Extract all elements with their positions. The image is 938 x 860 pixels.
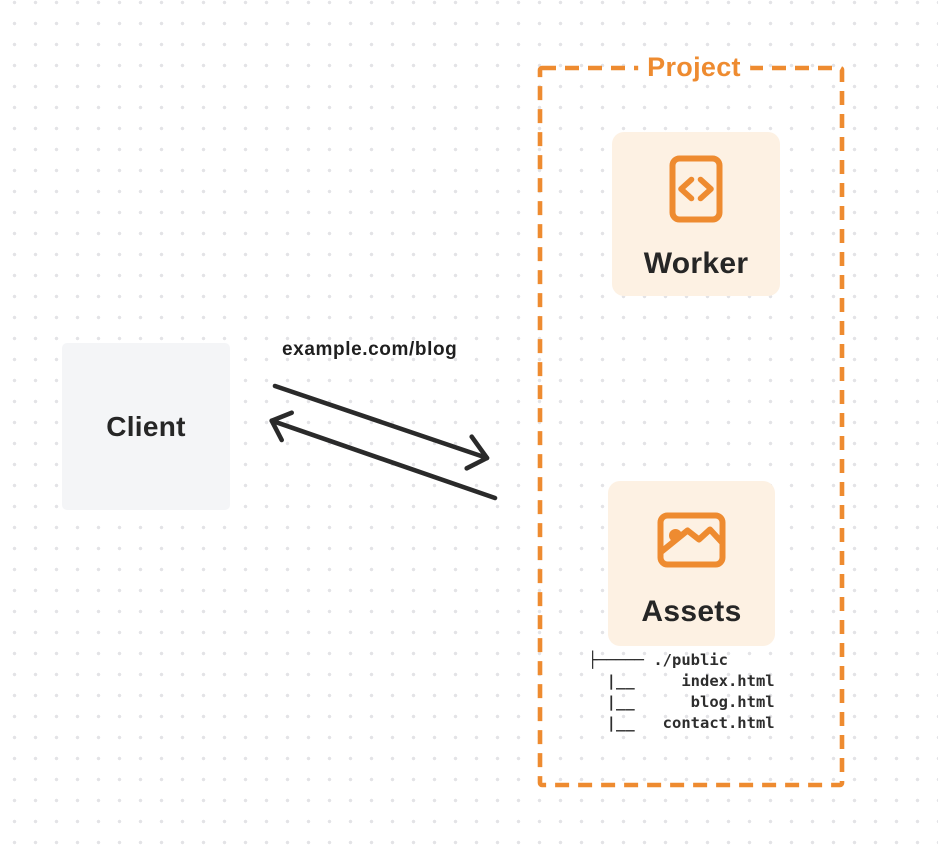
worker-label: Worker	[643, 246, 749, 280]
file-tree-line: |__ blog.html	[588, 693, 775, 711]
client-label: Client	[106, 410, 186, 442]
file-tree: ├───── ./public |__ index.html |__ blog.…	[588, 650, 775, 734]
client-card: Client	[62, 343, 230, 510]
assets-card: Assets	[608, 481, 775, 646]
code-icon	[669, 155, 723, 222]
file-tree-line: |__ index.html	[588, 672, 775, 690]
project-label: Project	[638, 50, 750, 84]
request-url-label: example.com/blog	[282, 339, 458, 360]
response-arrow	[269, 410, 498, 501]
worker-card: Worker	[612, 132, 780, 296]
assets-label: Assets	[641, 594, 742, 628]
image-icon	[657, 512, 726, 567]
file-tree-line: ├───── ./public	[588, 651, 728, 669]
request-arrow	[272, 383, 490, 471]
file-tree-line: |__ contact.html	[588, 714, 775, 732]
